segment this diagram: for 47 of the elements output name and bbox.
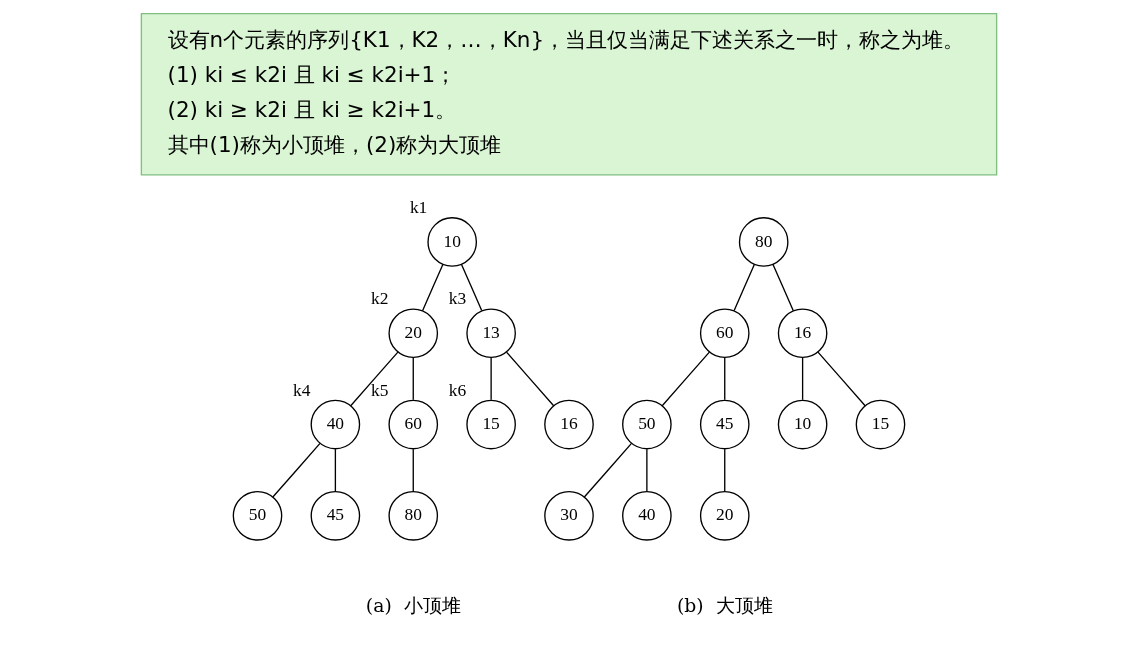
- node-circle: 20: [699, 491, 750, 541]
- connector: [505, 351, 555, 407]
- connector: [801, 357, 804, 401]
- node-circle: 13: [466, 308, 516, 359]
- node-circle: 60: [699, 308, 750, 359]
- node-circle: 30: [544, 491, 594, 541]
- node-label: k2: [370, 288, 389, 309]
- node-circle: 40: [622, 491, 672, 541]
- connector: [334, 448, 337, 492]
- node-circle: 20: [388, 308, 439, 359]
- label: (a) 小顶堆: [365, 595, 461, 617]
- connector: [772, 263, 794, 312]
- node-circle: 45: [310, 491, 361, 541]
- connector: [646, 448, 648, 492]
- connector: [724, 448, 726, 492]
- node-label: k4: [293, 379, 311, 400]
- node-circle: 10: [427, 217, 478, 267]
- node-circle: 50: [622, 399, 672, 450]
- connector: [272, 442, 321, 498]
- node-circle: 45: [699, 399, 750, 450]
- node-label: k1: [409, 196, 428, 217]
- node-circle: 80: [738, 217, 789, 267]
- connector: [490, 357, 492, 401]
- node-circle: 16: [777, 308, 828, 359]
- connector: [350, 351, 399, 407]
- label: (b) 大顶堆: [676, 595, 773, 617]
- node-box: 设有n个元素的序列{K1，K2，…，Kn}，当且仅当满足下述关系之一时，称之为堆。 (1) ki ≤ k2i 且 ki ≤ k2i+1； (2) ki ≥ k2i 且 ki ≥ k2i+1。 其中(1)称为小顶堆，(2)称为大顶堆: [140, 13, 998, 176]
- node-circle: 10: [777, 399, 828, 450]
- node-circle: 40: [310, 399, 361, 450]
- node-label: k5: [370, 379, 389, 400]
- connector: [661, 351, 711, 407]
- node-circle: 15: [855, 399, 906, 450]
- node-circle: 16: [544, 399, 594, 450]
- connector: [412, 448, 414, 492]
- connector: [412, 357, 414, 401]
- node-circle: 15: [466, 399, 516, 450]
- connector: [817, 351, 866, 407]
- node-circle: 60: [388, 399, 439, 450]
- connector: [422, 263, 444, 312]
- node-label: k6: [448, 379, 467, 400]
- connector: [460, 263, 483, 312]
- connector: [724, 357, 726, 401]
- node-circle: 80: [388, 491, 439, 541]
- node-label: k3: [448, 288, 467, 309]
- connector: [583, 442, 633, 498]
- node-circle: 50: [232, 491, 283, 541]
- connector: [733, 263, 756, 312]
